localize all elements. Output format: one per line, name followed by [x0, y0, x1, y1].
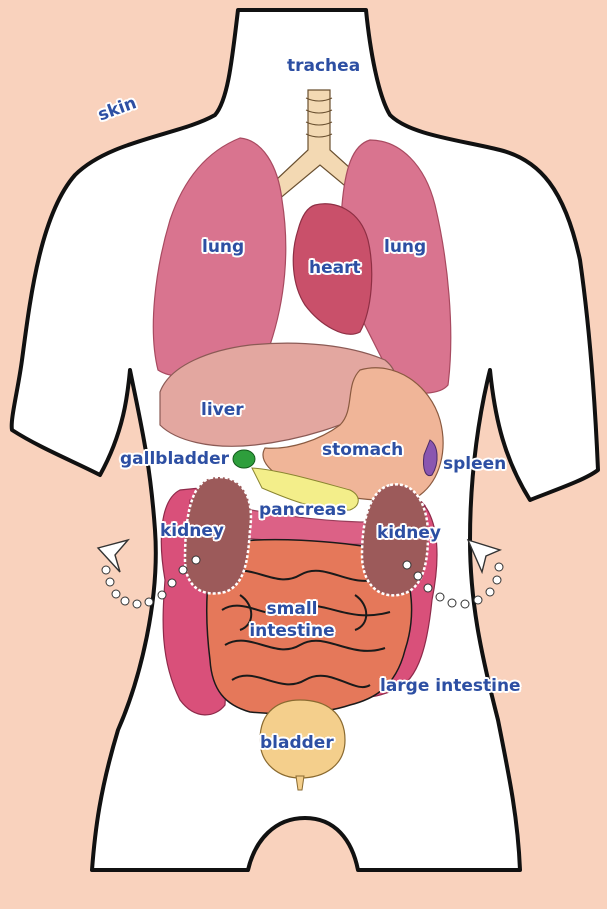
label-pancreas: pancreas	[259, 501, 346, 520]
label-lung-right: lung	[384, 238, 426, 257]
gallbladder-shape	[233, 450, 255, 468]
urethra-shape	[296, 776, 304, 790]
label-trachea: trachea	[287, 57, 360, 76]
label-gallbladder: gallbladder	[120, 450, 229, 469]
label-heart: heart	[309, 259, 361, 278]
label-liver: liver	[201, 401, 244, 420]
label-kidney-left: kidney	[160, 522, 224, 541]
label-small-intestine-1: small	[252, 600, 332, 619]
label-spleen: spleen	[443, 455, 506, 474]
label-bladder: bladder	[260, 734, 334, 753]
label-small-intestine-2: intestine	[242, 622, 342, 641]
label-kidney-right: kidney	[377, 524, 441, 543]
label-stomach: stomach	[322, 441, 403, 460]
label-large-intestine: large intestine	[380, 677, 521, 696]
label-lung-left: lung	[202, 238, 244, 257]
